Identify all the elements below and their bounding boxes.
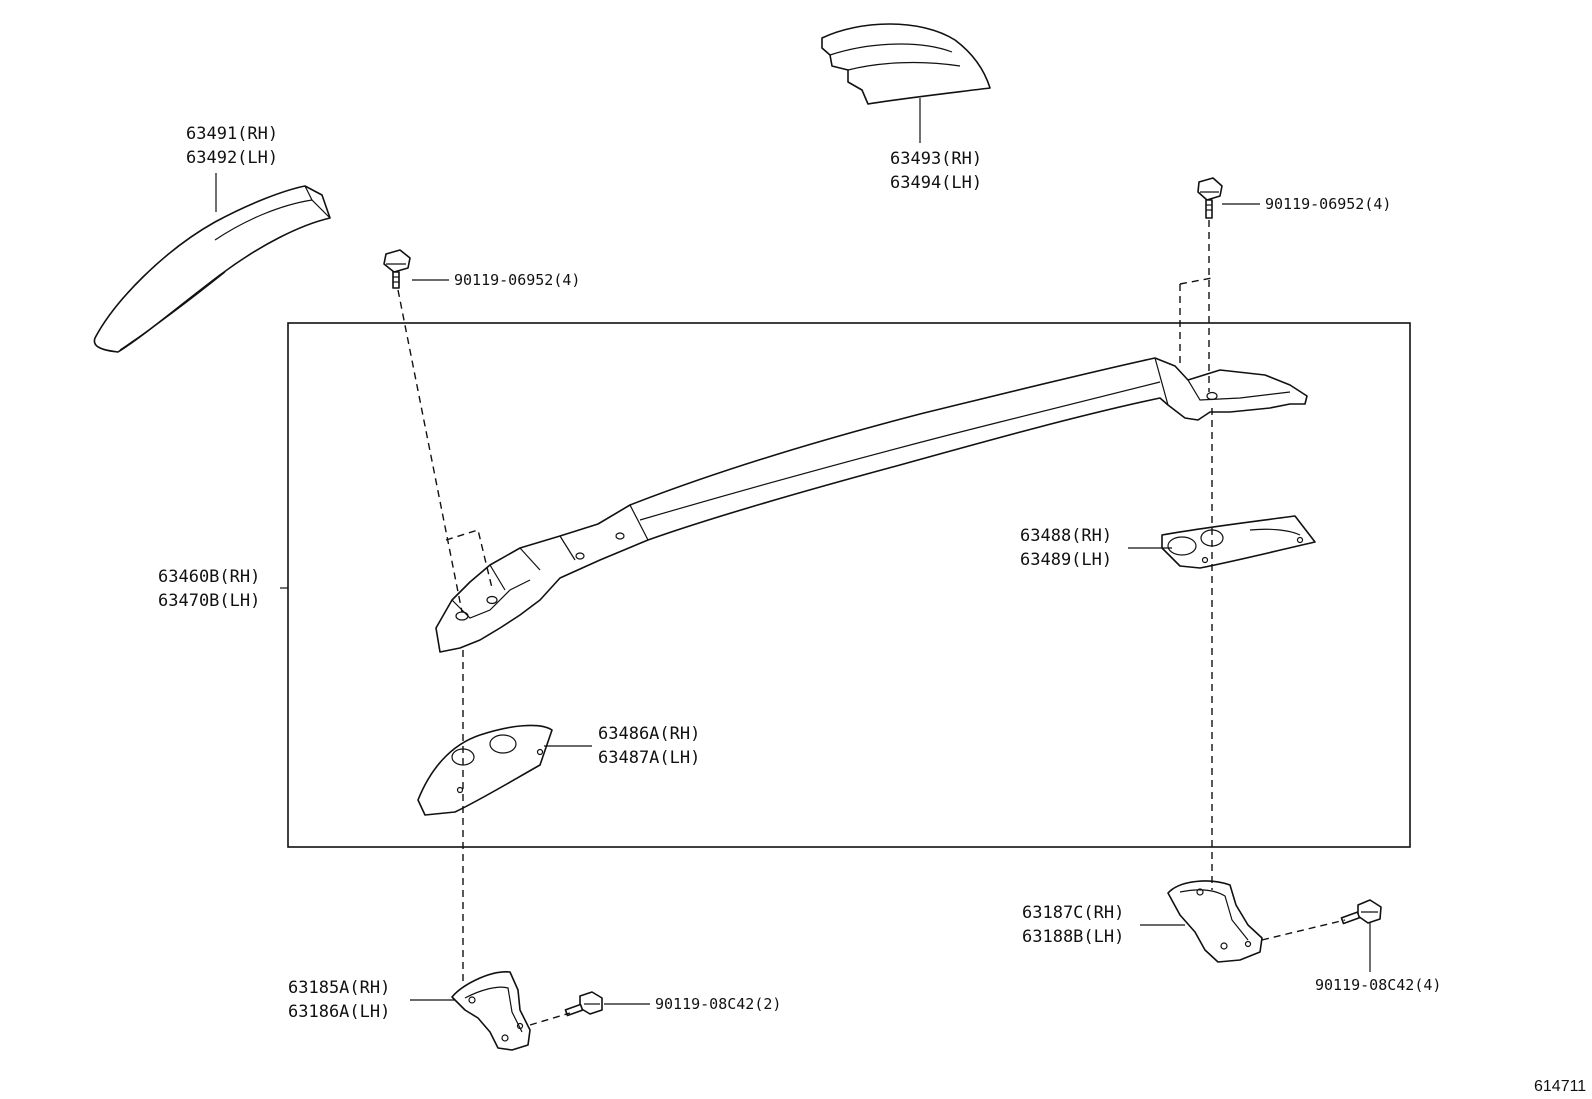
bracket-left-part[interactable] [451, 971, 531, 1051]
pad-left-part[interactable] [417, 724, 553, 816]
bolt-top-right-label[interactable]: 90119-06952(4) [1265, 195, 1391, 213]
end-cover-rear-label-1[interactable]: 63491(RH) [186, 124, 278, 144]
bolt-top-left-icon[interactable] [383, 249, 411, 289]
rail-assy-label-2[interactable]: 63470B(LH) [158, 591, 260, 611]
diagram-ref-number: 614711 [1534, 1078, 1586, 1095]
end-cover-front-part[interactable] [821, 23, 991, 105]
bolt-top-left-label[interactable]: 90119-06952(4) [454, 271, 580, 289]
bracket-right-label-1[interactable]: 63187C(RH) [1022, 903, 1124, 923]
roof-rail-part[interactable] [435, 357, 1308, 653]
bracket-left-label-1[interactable]: 63185A(RH) [288, 978, 390, 998]
bolt-bottom-left-label[interactable]: 90119-08C42(2) [655, 995, 781, 1013]
bolt-top-right-icon[interactable] [1197, 177, 1223, 219]
assembly-dashed-lines [397, 220, 1346, 1026]
pad-right-label-1[interactable]: 63488(RH) [1020, 526, 1112, 546]
rail-assy-label-1[interactable]: 63460B(RH) [158, 567, 260, 587]
end-cover-rear-part[interactable] [93, 185, 331, 353]
pad-right-label-2[interactable]: 63489(LH) [1020, 550, 1112, 570]
bolt-bottom-right-label[interactable]: 90119-08C42(4) [1315, 976, 1441, 994]
bracket-right-part[interactable] [1167, 880, 1263, 963]
bracket-right-label-2[interactable]: 63188B(LH) [1022, 927, 1124, 947]
bolt-bottom-left-icon[interactable] [564, 991, 603, 1017]
bolt-bottom-right-icon[interactable] [1340, 899, 1382, 925]
end-cover-rear-label-2[interactable]: 63492(LH) [186, 148, 278, 168]
pad-right-part[interactable] [1161, 515, 1316, 569]
assembly-frame [287, 322, 1411, 848]
end-cover-front-label-1[interactable]: 63493(RH) [890, 149, 982, 169]
end-cover-front-label-2[interactable]: 63494(LH) [890, 173, 982, 193]
bracket-left-label-2[interactable]: 63186A(LH) [288, 1002, 390, 1022]
pad-left-label-2[interactable]: 63487A(LH) [598, 748, 700, 768]
pad-left-label-1[interactable]: 63486A(RH) [598, 724, 700, 744]
